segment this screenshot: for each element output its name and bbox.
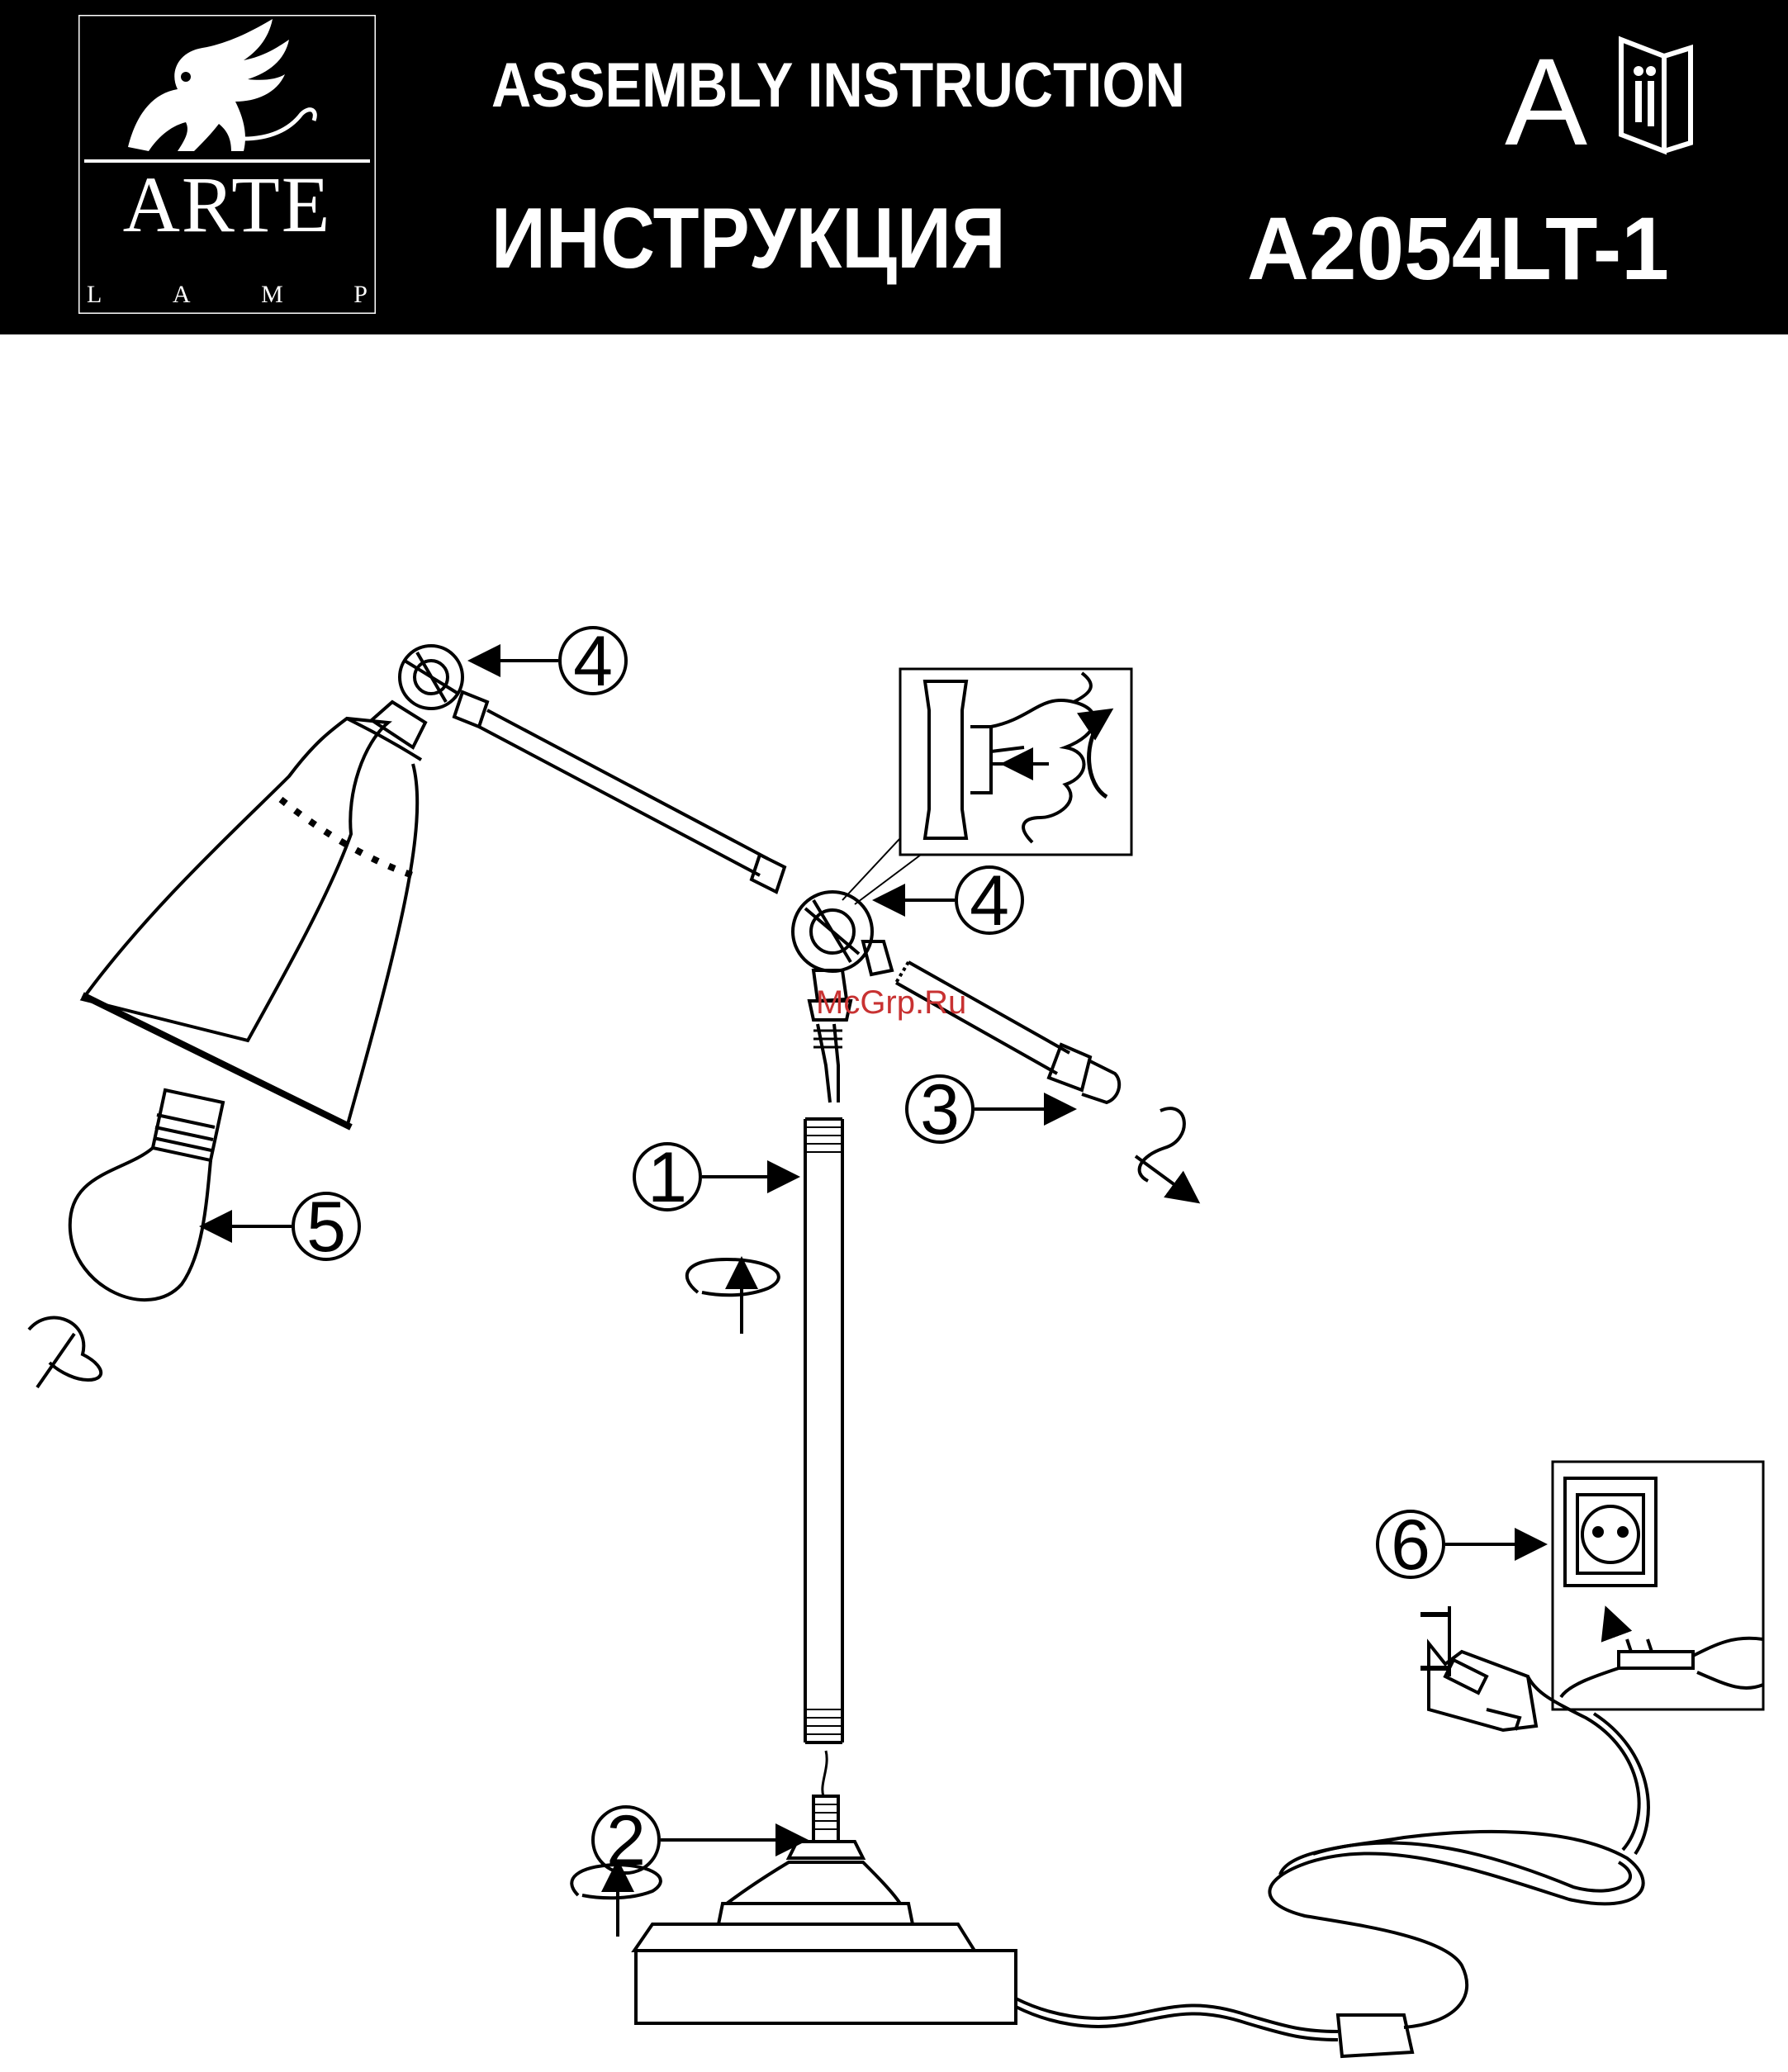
header-bar: ARTE L A M P ASSEMBLY INSTRUCTION ИНСТРУ…	[0, 0, 1788, 334]
brand-sub-letter: M	[261, 281, 283, 309]
part-5-label: 5	[306, 1188, 346, 1267]
middle-joint	[793, 892, 892, 974]
part-4-top-label: 4	[573, 622, 613, 701]
model-number: A2054LT-1	[1247, 197, 1669, 300]
upper-arm	[454, 692, 785, 892]
brand-subtitle: L A M P	[87, 281, 368, 309]
rotate-arrow-knob	[1136, 1108, 1198, 1202]
brand-sub-letter: L	[87, 281, 102, 309]
title-russian: ИНСТРУКЦИЯ	[491, 190, 1006, 288]
part-2-label: 2	[606, 1801, 646, 1880]
title-english: ASSEMBLY INSTRUCTION	[491, 50, 1185, 121]
part-3-label: 3	[920, 1070, 960, 1150]
part-4-mid-label: 4	[970, 861, 1009, 941]
language-letter: A	[1505, 40, 1587, 164]
part-6-label: 6	[1391, 1505, 1430, 1585]
lamp-base	[634, 1842, 1016, 2023]
lamp-pole	[805, 1119, 842, 1742]
part-1-label: 1	[647, 1138, 687, 1217]
brand-name: ARTE	[78, 165, 376, 244]
rotate-arrow-bulb	[29, 1318, 101, 1387]
info-book-icon	[1615, 31, 1697, 155]
threaded-connector	[813, 1751, 838, 1842]
assembly-diagram: 4 4 3 1 5 6 2	[0, 334, 1788, 2072]
lamp-shade	[83, 702, 425, 1127]
upper-joint	[400, 646, 462, 709]
power-plug	[1420, 1606, 1536, 1730]
light-bulb	[70, 1090, 223, 1300]
rotate-arrow-pole	[687, 1259, 779, 1334]
watermark: McGrp.Ru	[816, 984, 966, 1022]
brand-sub-letter: P	[353, 281, 368, 309]
detail-inset-socket	[1553, 1462, 1763, 1709]
power-cable	[1016, 1676, 1648, 2056]
brand-sub-letter: A	[173, 281, 191, 309]
